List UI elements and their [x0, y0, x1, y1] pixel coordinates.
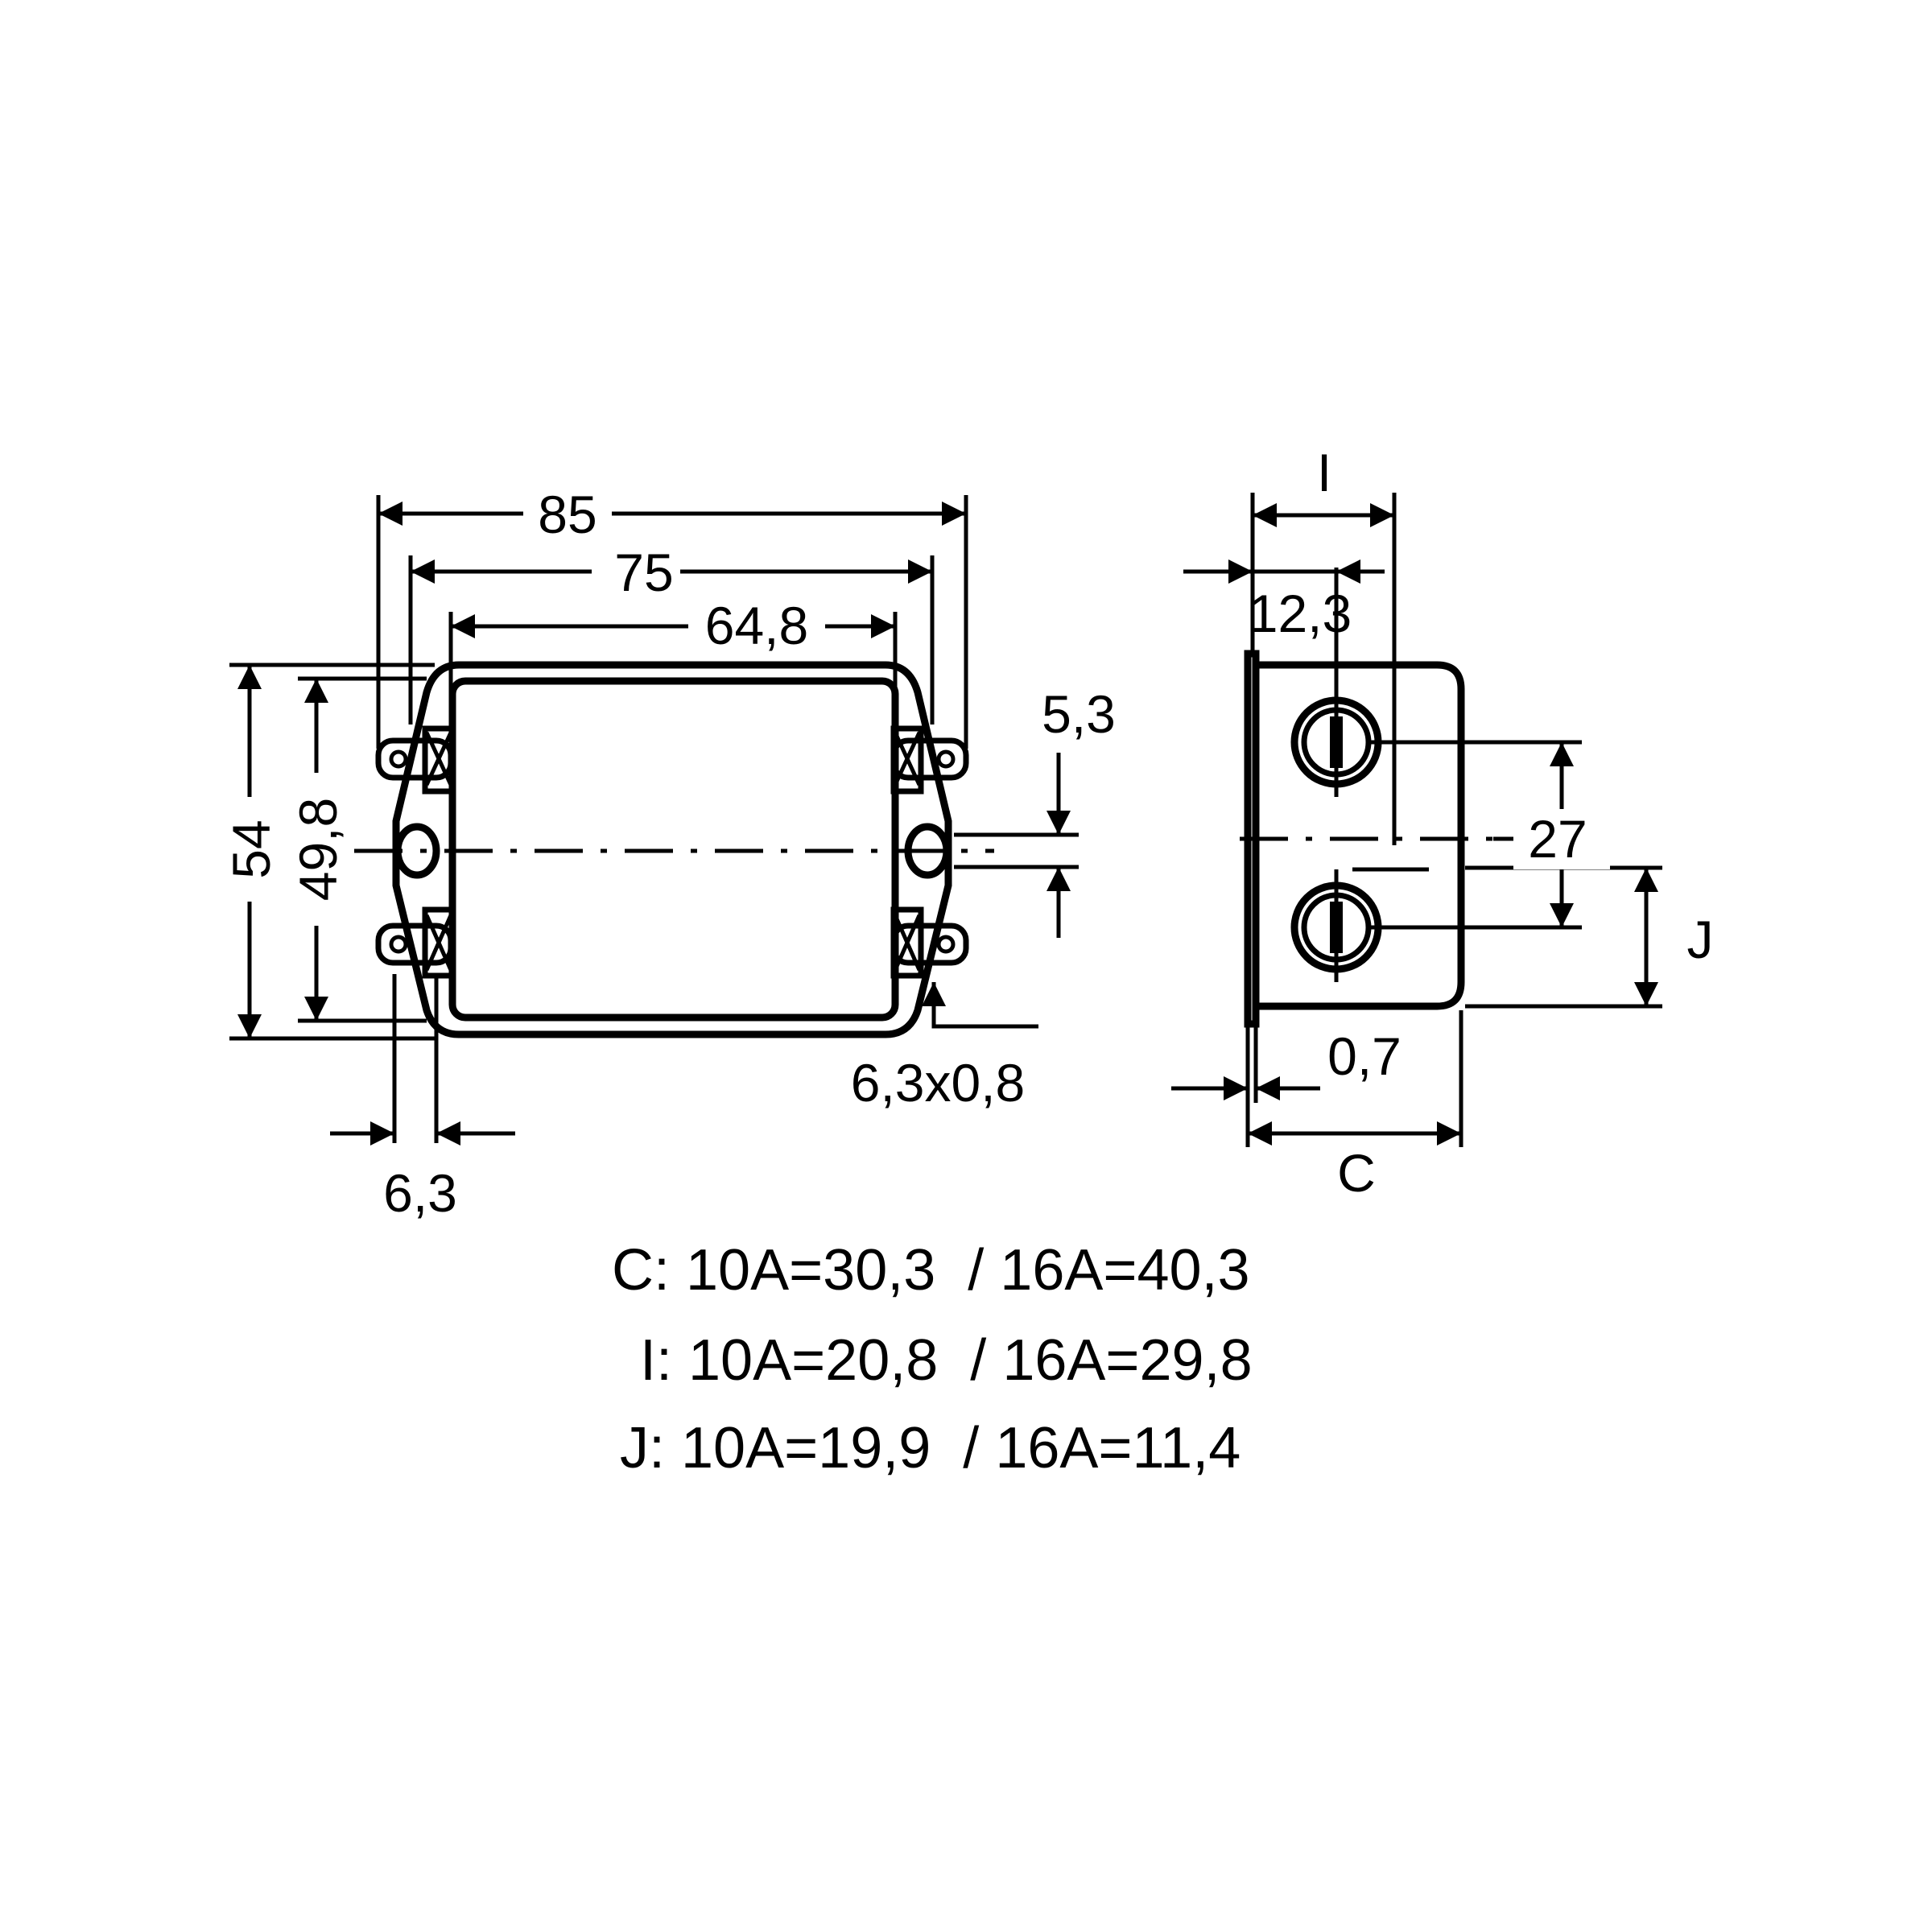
terminal-left-bottom — [375, 906, 456, 979]
note-j: J: 10A=19,9 / 16A=11,4 — [620, 1416, 1241, 1480]
note-c: C: 10A=30,3 / 16A=40,3 — [612, 1238, 1250, 1302]
dim-5-3-label: 5,3 — [1042, 684, 1116, 744]
terminal-left-top — [375, 725, 456, 795]
front-view: 85 75 64,8 54 49,8 5,3 6,3 6,3x0,8 — [221, 483, 1116, 1223]
dim-6-3-label: 6,3 — [383, 1163, 457, 1223]
dim-0-7-label: 0,7 — [1327, 1026, 1402, 1086]
side-terminal-top — [1290, 684, 1382, 797]
side-body-outline — [1256, 661, 1465, 1010]
dim-75-label: 75 — [614, 543, 673, 602]
front-body-outline — [392, 661, 952, 1038]
dim-64-8-label: 64,8 — [705, 596, 808, 655]
dim-85-label: 85 — [538, 485, 597, 544]
dim-49-8-label: 49,8 — [288, 798, 348, 901]
dim-I-label: I — [1317, 443, 1331, 502]
note-i: I: 10A=20,8 / 16A=29,8 — [640, 1328, 1253, 1393]
dimension-notes: C: 10A=30,3 / 16A=40,3 I: 10A=20,8 / 16A… — [612, 1238, 1253, 1480]
terminal-right-bottom — [890, 906, 969, 979]
mounting-hole-right — [904, 823, 951, 879]
terminal-right-top — [890, 725, 969, 795]
dim-J-label: J — [1687, 910, 1714, 969]
dim-C-label: C — [1337, 1143, 1376, 1203]
side-view: I 12,3 27 J 0,7 C — [1171, 443, 1714, 1203]
dim-12-3-label: 12,3 — [1249, 584, 1352, 643]
dim-tab-label: 6,3x0,8 — [851, 1053, 1026, 1113]
dim-54-label: 54 — [221, 819, 281, 878]
dim-27-label: 27 — [1528, 809, 1587, 869]
side-terminal-bottom — [1290, 869, 1382, 982]
mounting-hole-left — [394, 823, 440, 879]
